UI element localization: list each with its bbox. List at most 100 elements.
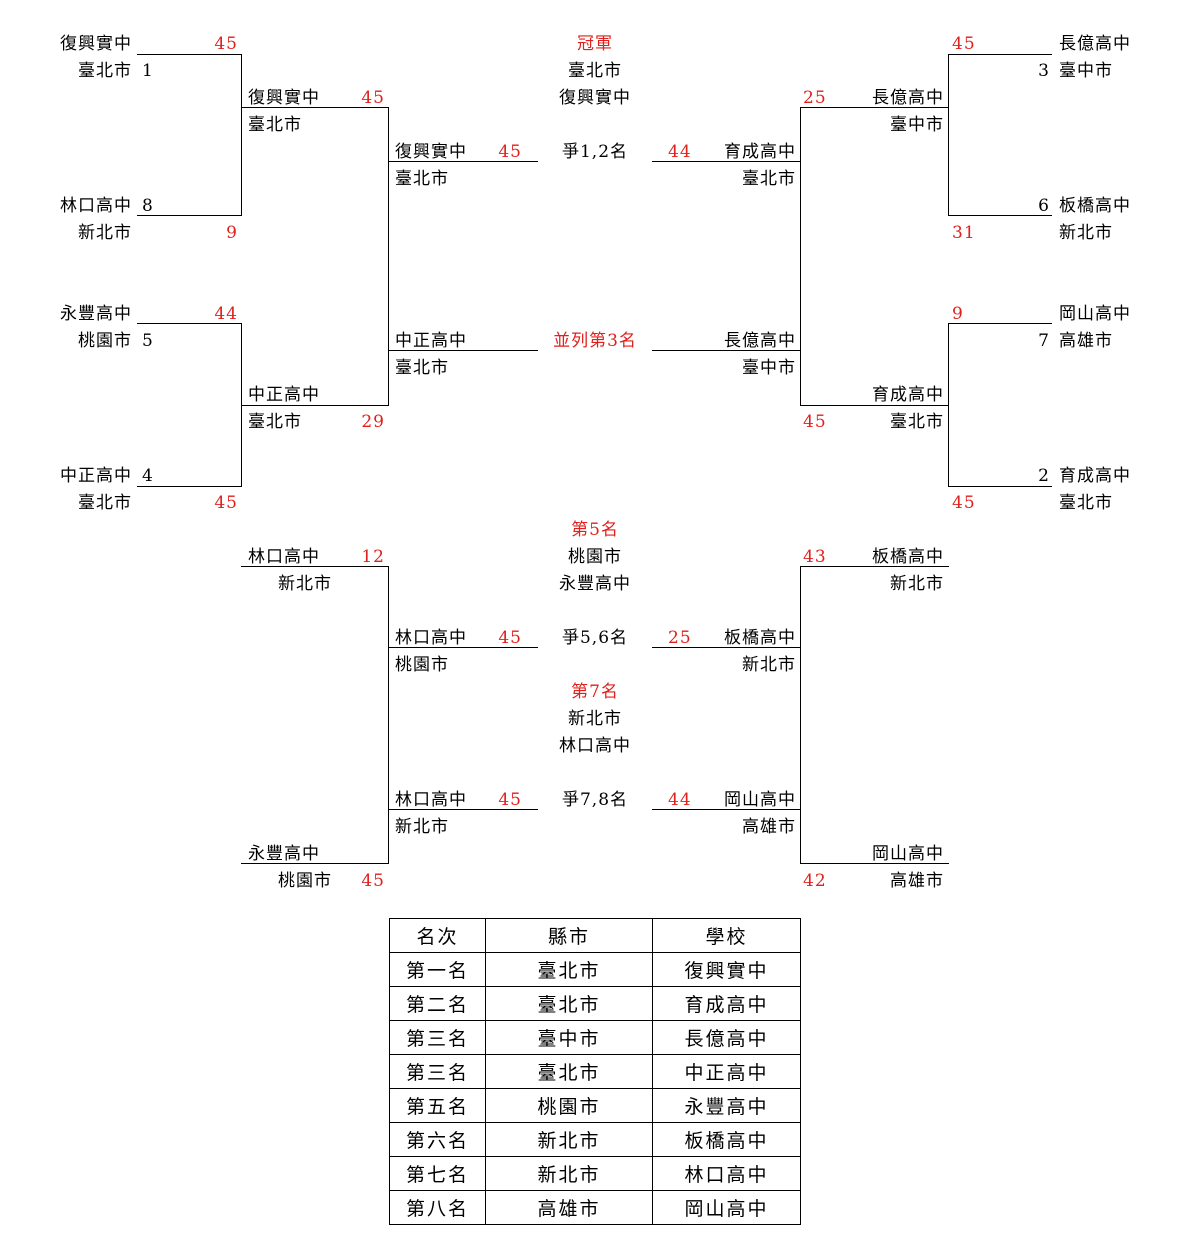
- bracket-line: [388, 350, 538, 351]
- table-row: 第八名 高雄市 岡山高中: [389, 1190, 801, 1225]
- header-school: 學校: [652, 918, 801, 953]
- team-school: 長億高中: [1059, 34, 1131, 54]
- team-score: 45: [498, 142, 522, 162]
- team-score: 45: [361, 88, 385, 108]
- table-row: 第一名 臺北市 復興實中: [389, 952, 801, 987]
- team-score: 44: [668, 142, 692, 162]
- table-row: 第七名 新北市 林口高中: [389, 1156, 801, 1191]
- team-school: 板橋高中: [1059, 196, 1131, 216]
- team-school: 復興實中: [395, 142, 467, 162]
- team-city: 新北市: [742, 655, 796, 675]
- city-cell: 臺中市: [485, 1020, 653, 1055]
- bracket-line: [241, 405, 389, 406]
- bracket-line: [948, 323, 1052, 324]
- bracket-line: [137, 323, 241, 324]
- table-row: 第三名 臺中市 長億高中: [389, 1020, 801, 1055]
- header-rank: 名次: [389, 918, 486, 953]
- team-city: 臺中市: [890, 115, 944, 135]
- team-city: 臺北市: [395, 358, 449, 378]
- team-city: 臺中市: [1059, 61, 1113, 81]
- team-city: 桃園市: [78, 331, 132, 351]
- bracket-line: [241, 107, 389, 108]
- header-city: 縣市: [485, 918, 653, 953]
- school-cell: 復興實中: [652, 952, 801, 987]
- bracket-line: [388, 107, 389, 406]
- bracket-line: [241, 863, 389, 864]
- team-school: 林口高中: [60, 196, 132, 216]
- seed-number: 4: [142, 466, 154, 486]
- team-school: 長億高中: [872, 88, 944, 108]
- bracket-line: [241, 566, 389, 567]
- table-row: 第六名 新北市 板橋高中: [389, 1122, 801, 1157]
- team-school: 中正高中: [395, 331, 467, 351]
- team-city: 高雄市: [890, 871, 944, 891]
- rank-cell: 第五名: [389, 1088, 486, 1123]
- team-city: 高雄市: [1059, 331, 1113, 351]
- table-row: 第二名 臺北市 育成高中: [389, 986, 801, 1021]
- team-score: 45: [498, 790, 522, 810]
- seventh-place-city: 新北市: [568, 709, 622, 729]
- school-cell: 岡山高中: [652, 1190, 801, 1225]
- team-score: 43: [803, 547, 827, 567]
- team-score: 9: [952, 304, 964, 324]
- bracket-line: [948, 54, 1052, 55]
- team-city: 桃園市: [278, 871, 332, 891]
- team-score: 25: [668, 628, 692, 648]
- team-school: 岡山高中: [1059, 304, 1131, 324]
- team-city: 新北市: [278, 574, 332, 594]
- bracket-line: [388, 566, 389, 864]
- team-score: 44: [214, 304, 238, 324]
- city-cell: 臺北市: [485, 986, 653, 1021]
- team-score: 45: [803, 412, 827, 432]
- team-city: 臺北市: [78, 61, 132, 81]
- team-school: 育成高中: [872, 385, 944, 405]
- bracket-line: [652, 350, 801, 351]
- school-cell: 永豐高中: [652, 1088, 801, 1123]
- school-cell: 林口高中: [652, 1156, 801, 1191]
- team-school: 中正高中: [248, 385, 320, 405]
- team-school: 板橋高中: [872, 547, 944, 567]
- fifth-place-school: 永豐高中: [559, 574, 631, 594]
- seed-number: 5: [142, 331, 154, 351]
- table-header-row: 名次 縣市 學校: [389, 918, 801, 953]
- team-school: 永豐高中: [60, 304, 132, 324]
- rank-cell: 第三名: [389, 1020, 486, 1055]
- rank-cell: 第八名: [389, 1190, 486, 1225]
- city-cell: 高雄市: [485, 1190, 653, 1225]
- city-cell: 新北市: [485, 1122, 653, 1157]
- seed-number: 2: [1038, 466, 1050, 486]
- rank-cell: 第三名: [389, 1054, 486, 1089]
- team-score: 45: [361, 871, 385, 891]
- team-score: 45: [952, 34, 976, 54]
- team-city: 臺北市: [742, 169, 796, 189]
- seventh-place-school: 林口高中: [559, 736, 631, 756]
- team-city: 臺北市: [395, 169, 449, 189]
- bracket-line: [800, 107, 949, 108]
- bracket-line: [652, 809, 801, 810]
- team-city: 新北市: [395, 817, 449, 837]
- bracket-line: [137, 486, 241, 487]
- champion-school: 復興實中: [559, 88, 631, 108]
- bracket-line: [388, 809, 538, 810]
- champion-city: 臺北市: [568, 61, 622, 81]
- team-score: 9: [226, 223, 238, 243]
- fifth-place-label: 第5名: [571, 520, 619, 540]
- team-score: 42: [803, 871, 827, 891]
- team-school: 永豐高中: [248, 844, 320, 864]
- bracket-line: [948, 486, 1052, 487]
- seventh-place-label: 第7名: [571, 682, 619, 702]
- ranking-table: 名次 縣市 學校 第一名 臺北市 復興實中 第二名 臺北市 育成高中 第三名 臺…: [389, 918, 801, 1225]
- bracket-line: [800, 863, 949, 864]
- school-cell: 板橋高中: [652, 1122, 801, 1157]
- team-score: 12: [361, 547, 385, 567]
- rank-cell: 第七名: [389, 1156, 486, 1191]
- team-school: 育成高中: [1059, 466, 1131, 486]
- team-city: 新北市: [890, 574, 944, 594]
- team-school: 林口高中: [248, 547, 320, 567]
- team-school: 岡山高中: [724, 790, 796, 810]
- team-score: 44: [668, 790, 692, 810]
- table-row: 第五名 桃園市 永豐高中: [389, 1088, 801, 1123]
- city-cell: 新北市: [485, 1156, 653, 1191]
- team-school: 林口高中: [395, 790, 467, 810]
- bracket-line: [800, 405, 949, 406]
